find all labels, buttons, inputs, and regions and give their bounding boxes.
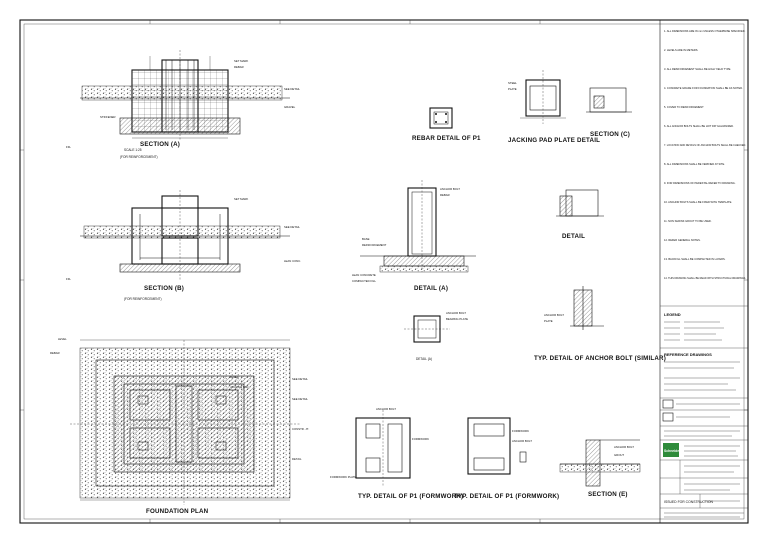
legend-title: LEGEND xyxy=(664,312,681,317)
section-a-view: SET MARK REBAR SEE DETAIL GRAVEL STIFFENER… xyxy=(66,50,300,152)
general-notes: 1. ALL DIMENSIONS ARE IN mm UNLESS OTHER… xyxy=(664,29,746,280)
svg-text:REINFORCEMENT: REINFORCEMENT xyxy=(362,243,387,247)
svg-text:FORMWORK: FORMWORK xyxy=(412,437,429,441)
svg-text:SEE DETAIL: SEE DETAIL xyxy=(292,377,308,381)
foundation-plan-title: FOUNDATION PLAN xyxy=(146,508,209,515)
note-item: 7. LOCATION AND DETAILS OF ANCHOR BOLTS … xyxy=(664,143,746,147)
note-item: 8. ALL DIMENSIONS SHALL BE VERIFIED AT S… xyxy=(664,162,725,166)
detail-b-view xyxy=(556,189,604,217)
brand-name: Schneider xyxy=(664,449,681,453)
svg-text:LEAN CONC.: LEAN CONC. xyxy=(284,259,301,263)
revision-note: ISSUED FOR CONSTRUCTION xyxy=(664,500,714,504)
detail-a-title: DETAIL (A) xyxy=(414,285,448,292)
reference-rows xyxy=(664,361,740,391)
brand-logo-icon xyxy=(663,443,679,457)
svg-text:ANCHOR BOLT: ANCHOR BOLT xyxy=(614,445,634,449)
section-a-title: SECTION (A) xyxy=(140,141,180,148)
typ-p1-formwork-view: ANCHOR BOLT FORMWORK FORMWORK PLATE xyxy=(330,407,429,486)
jacking-pad-title: JACKING PAD PLATE DETAIL xyxy=(508,137,600,144)
legend-rows xyxy=(664,321,724,341)
svg-text:REBAR: REBAR xyxy=(440,193,450,197)
svg-text:JACKING PAD: JACKING PAD xyxy=(230,385,248,389)
sheet-border xyxy=(19,19,749,524)
svg-text:LEVEL: LEVEL xyxy=(58,337,67,341)
section-b-title: SECTION (B) xyxy=(144,285,184,292)
foundation-plan-view: LEVEL REBAR SEE DETAIL SEE DETAIL CONSTR. … xyxy=(50,337,309,505)
svg-text:SET MARK: SET MARK xyxy=(234,59,248,63)
detail-a-view: ANCHOR BOLT REBAR BASE REINFORCEMENT LEAN … xyxy=(352,180,476,283)
svg-text:REBAR: REBAR xyxy=(234,65,244,69)
rebar-detail-p1-view xyxy=(429,107,453,129)
svg-text:FFL: FFL xyxy=(66,277,71,281)
svg-text:ANCHOR BOLT: ANCHOR BOLT xyxy=(512,439,532,443)
detail-c-view: ANCHOR BOLT BEARING PLATE xyxy=(404,311,468,343)
svg-text:SET MARK: SET MARK xyxy=(234,197,248,201)
svg-text:FFL: FFL xyxy=(66,145,71,149)
svg-text:STIFFENER: STIFFENER xyxy=(100,115,116,119)
svg-text:SEE DETAIL: SEE DETAIL xyxy=(292,397,308,401)
section-c-title: SECTION (C) xyxy=(590,131,630,138)
note-item: 13. BACKFILL SHALL BE COMPACTED IN LAYER… xyxy=(664,257,726,261)
svg-text:FORMWORK: FORMWORK xyxy=(512,429,529,433)
note-item: 1. ALL DIMENSIONS ARE IN mm UNLESS OTHER… xyxy=(664,29,746,33)
typ-p1b-title: TYP. DETAIL OF P1 (FORMWORK) xyxy=(454,493,559,500)
detail-c-title: DETAIL (A) xyxy=(416,357,432,361)
note-item: 2. LEVELS ARE IN METERS. xyxy=(664,48,698,52)
svg-text:SEE DETAIL: SEE DETAIL xyxy=(284,225,300,229)
section-b-subtitle: (FOR REINFORCEMENT) xyxy=(124,297,162,301)
anchor-bolt-title: TYP. DETAIL OF ANCHOR BOLT (SIMILAR) xyxy=(534,355,666,362)
svg-text:GRAVEL: GRAVEL xyxy=(284,105,296,109)
right-column-frame xyxy=(659,20,748,523)
note-item: 4. CONCRETE GRADE FOR FOUNDATION SHALL B… xyxy=(664,86,743,90)
svg-text:ANCHOR BOLT: ANCHOR BOLT xyxy=(446,311,466,315)
reference-title: REFERENCE DRAWINGS xyxy=(664,352,712,357)
svg-text:PLATE: PLATE xyxy=(508,87,517,91)
section-b-view: SET MARK SEE DETAIL LEAN CONC. FFL xyxy=(66,190,301,281)
section-a-subtitle: (FOR REINFORCEMENT) xyxy=(120,155,158,159)
svg-text:FORMWORK PLATE: FORMWORK PLATE xyxy=(330,475,356,479)
section-c-view xyxy=(586,87,632,113)
svg-text:ANCHOR BOLT: ANCHOR BOLT xyxy=(376,407,396,411)
rebar-detail-title: REBAR DETAIL OF P1 xyxy=(412,135,481,142)
svg-text:STEEL: STEEL xyxy=(508,81,517,85)
svg-text:ANCHOR BOLT: ANCHOR BOLT xyxy=(544,313,564,317)
title-block: Schneider xyxy=(662,399,744,518)
note-item: 14. THIS DRAWING SHALL BE READ WITH STRU… xyxy=(664,276,746,280)
svg-text:COMPACTED FILL: COMPACTED FILL xyxy=(352,279,376,283)
svg-text:LEAN CONCRETE: LEAN CONCRETE xyxy=(352,273,376,277)
detail-b-title: DETAIL xyxy=(562,233,585,240)
svg-text:PLATE: PLATE xyxy=(544,319,553,323)
svg-text:SEE DETAIL: SEE DETAIL xyxy=(284,87,300,91)
svg-text:ANCHOR BOLT: ANCHOR BOLT xyxy=(440,187,460,191)
svg-text:BEARING PLATE: BEARING PLATE xyxy=(446,317,468,321)
note-item: 3. ALL REINFORCEMENT SHALL BE HIGH YIELD… xyxy=(664,67,731,71)
svg-text:GROUT: GROUT xyxy=(614,453,624,457)
note-item: 12. REFER GENERAL NOTES. xyxy=(664,238,701,242)
note-item: 6. ALL ANCHOR BOLTS SHALL BE HOT DIP GAL… xyxy=(664,124,734,128)
note-item: 11. NON SHRINK GROUT TO BE USED. xyxy=(664,219,712,223)
typ-p1-title: TYP. DETAIL OF P1 (FORMWORK) xyxy=(358,493,463,500)
typ-p1b-formwork-view: FORMWORK ANCHOR BOLT xyxy=(467,417,532,475)
svg-text:CONSTR. JT.: CONSTR. JT. xyxy=(292,427,309,431)
svg-text:BASE: BASE xyxy=(362,237,370,241)
section-e-title: SECTION (E) xyxy=(588,491,628,498)
section-e-view: ANCHOR BOLT GROUT xyxy=(559,439,641,487)
note-item: 5. COVER TO REINFORCEMENT xyxy=(664,105,704,109)
section-a-scale: SCALE 1:25 xyxy=(124,148,142,152)
svg-text:LEVEL: LEVEL xyxy=(230,375,239,379)
svg-text:DETAIL: DETAIL xyxy=(292,457,302,461)
jacking-pad-view: STEEL PLATE xyxy=(508,70,566,124)
note-item: 10. ANCHOR BOLTS SHALL BE FIXED WITH TEM… xyxy=(664,200,732,204)
note-item: 9. FOR DIMENSIONS OF PEDESTAL REFER TO D… xyxy=(664,181,736,185)
anchor-bolt-view: ANCHOR BOLT PLATE xyxy=(544,286,604,330)
svg-text:REBAR: REBAR xyxy=(50,351,60,355)
